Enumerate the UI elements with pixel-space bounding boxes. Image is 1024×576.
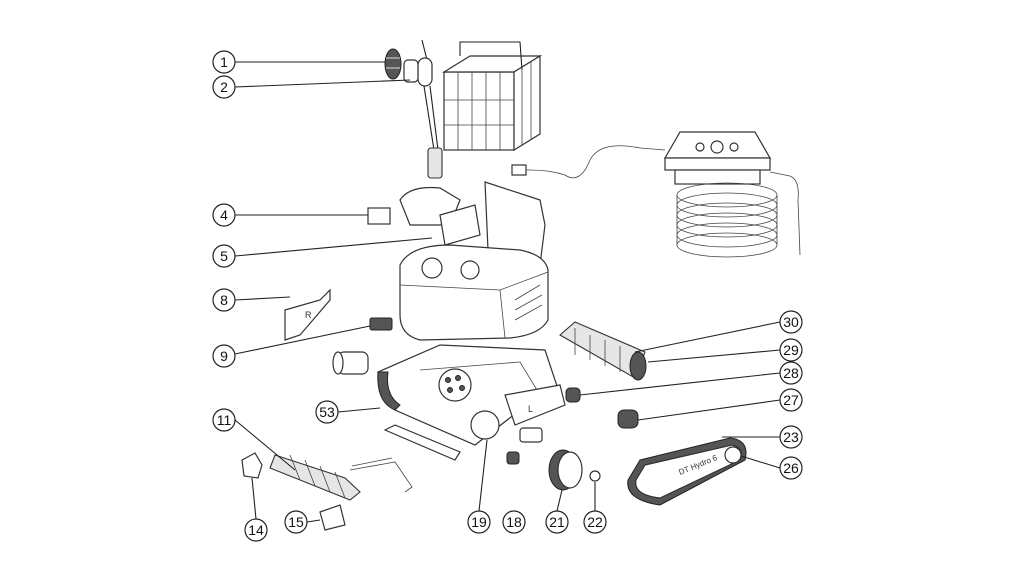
part-23-track: DT Hydro 6 [627,437,747,506]
callout-23: 23 [779,425,803,449]
svg-text:18: 18 [506,514,522,530]
callout-27: 27 [779,388,803,412]
motor-cylinder [332,351,369,375]
callout-28: 28 [779,361,803,385]
part-15-clip [319,504,346,531]
svg-text:1: 1 [220,54,228,70]
svg-text:19: 19 [471,514,487,530]
part-21-wheel [548,449,583,491]
chassis: L [377,344,581,446]
callout-4: 4 [212,203,236,227]
leader-lines [234,61,781,523]
part-14-bracket [241,452,263,479]
part-9-filter-block [369,317,393,331]
svg-text:2: 2 [220,79,228,95]
svg-text:4: 4 [220,207,228,223]
robot-body [399,244,549,341]
callout-21: 21 [545,510,569,534]
svg-text:27: 27 [783,392,799,408]
svg-text:28: 28 [783,365,799,381]
callout-22: 22 [583,510,607,534]
svg-text:14: 14 [248,522,264,538]
svg-text:23: 23 [783,429,799,445]
svg-text:5: 5 [220,248,228,264]
callout-9: 9 [212,344,236,368]
callout-53: 53 [315,400,339,424]
callout-1: 1 [212,50,236,74]
callout-14: 14 [244,518,268,542]
part-27-pulley [617,409,639,429]
part-8-side-panel: R [284,288,331,341]
side-marking-l: L [528,404,533,414]
filter-basket [441,41,543,152]
svg-text:21: 21 [549,514,565,530]
callout-19: 19 [467,510,491,534]
callout-29: 29 [779,338,803,362]
callout-11: 11 [212,408,236,432]
svg-text:8: 8 [220,292,228,308]
cable-swivel [417,39,443,179]
svg-text:30: 30 [783,314,799,330]
part-18-gear [506,451,520,465]
callout-15: 15 [284,510,308,534]
side-marking-r: R [305,310,312,320]
callout-18: 18 [502,510,526,534]
callout-30: 30 [779,310,803,334]
callout-26: 26 [779,456,803,480]
part-2-clamp [403,59,419,83]
callout-2: 2 [212,75,236,99]
motor-top-assembly [367,181,546,266]
bottom-plate [383,424,461,461]
part-30-brush-roller [559,321,647,381]
part-1-float [384,48,402,80]
power-supply [511,131,801,258]
part-22-washer [589,470,601,482]
part-11-brush [269,454,361,501]
svg-text:22: 22 [587,514,603,530]
comb-strip [349,457,413,493]
svg-text:9: 9 [220,348,228,364]
svg-text:26: 26 [783,460,799,476]
svg-text:11: 11 [217,412,232,428]
svg-text:29: 29 [783,342,799,358]
callout-8: 8 [212,288,236,312]
callout-5: 5 [212,244,236,268]
svg-text:53: 53 [319,404,335,420]
svg-text:15: 15 [288,514,304,530]
